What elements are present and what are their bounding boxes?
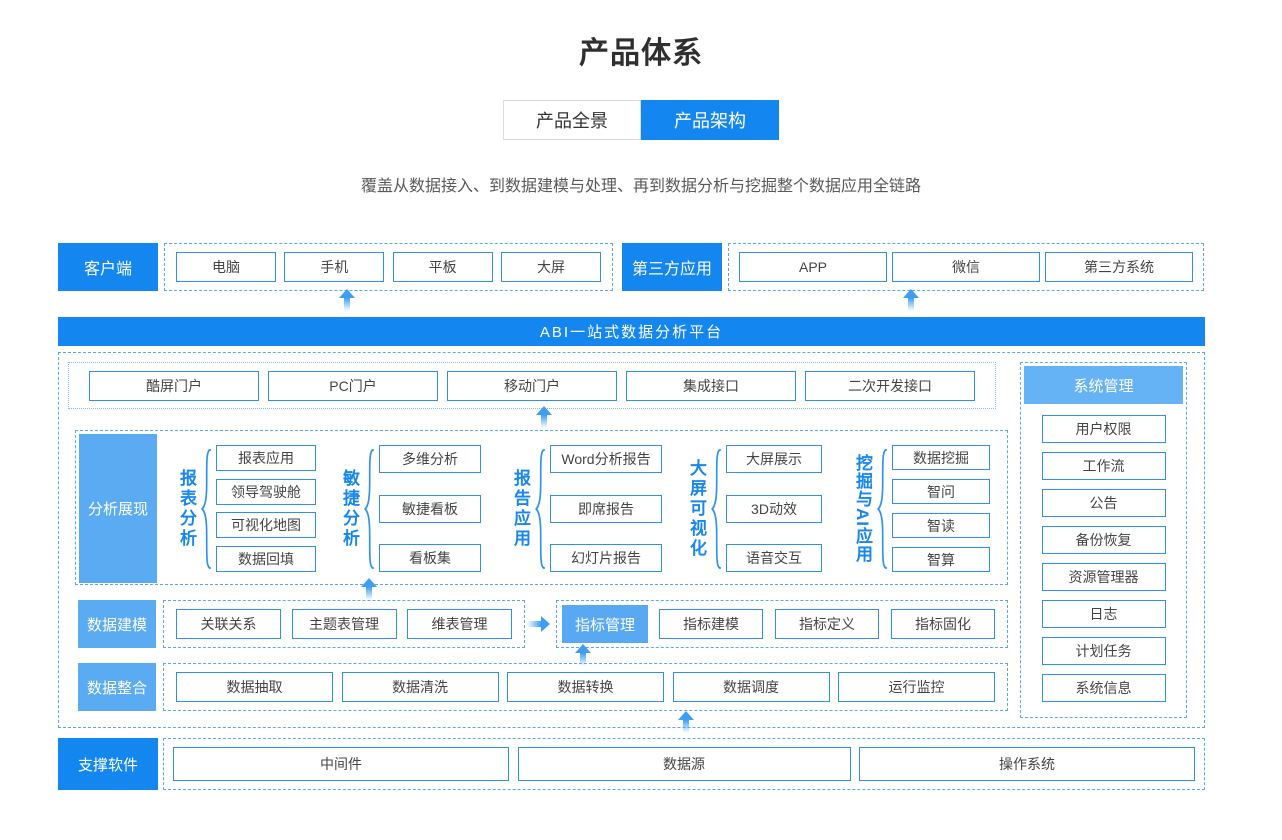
node-announcement: 公告 xyxy=(1041,489,1166,517)
group-label: 报告应用 xyxy=(511,468,530,549)
brace-icon xyxy=(535,448,545,569)
brace-icon xyxy=(711,448,721,569)
node-thirdparty-system: 第三方系统 xyxy=(1045,252,1193,282)
node-data-extract: 数据抽取 xyxy=(176,672,333,702)
node-app: APP xyxy=(739,252,887,282)
group-label: 敏捷分析 xyxy=(340,468,359,549)
up-arrow-icon xyxy=(361,578,377,600)
support-section-label: 支撑软件 xyxy=(58,738,158,790)
brace-icon xyxy=(201,448,211,569)
node-visual-map: 可视化地图 xyxy=(216,512,316,539)
node-smart-compute: 智算 xyxy=(892,547,990,572)
node-smart-read: 智读 xyxy=(892,513,990,538)
node-phone: 手机 xyxy=(284,252,385,282)
node-datasource: 数据源 xyxy=(517,747,851,781)
node-dim-table-mgmt: 维表管理 xyxy=(407,609,512,639)
analysis-section: 分析展现 报表分析 报表应用 领导驾驶舱 可视化地图 数据回填 敏捷分析 多维分… xyxy=(75,430,1008,585)
indicator-container: 指标管理 指标建模 指标定义 指标固化 xyxy=(556,600,1008,648)
node-os: 操作系统 xyxy=(859,747,1195,781)
tab-bar: 产品全景 产品架构 xyxy=(0,100,1282,140)
node-leader-cockpit: 领导驾驶舱 xyxy=(216,478,316,505)
group-label: 大屏可视化 xyxy=(687,458,706,559)
integration-section-label: 数据整合 xyxy=(78,663,156,711)
node-data-transform: 数据转换 xyxy=(507,672,664,702)
node-bigscreen-display: 大屏展示 xyxy=(726,445,822,473)
node-voice-interaction: 语音交互 xyxy=(726,544,822,572)
node-integration-api: 集成接口 xyxy=(626,370,796,401)
node-board-set: 看板集 xyxy=(379,544,481,572)
analysis-group-mining-ai: 挖掘与AI应用 数据挖掘 智问 智读 智算 xyxy=(852,445,990,572)
node-computer: 电脑 xyxy=(176,252,276,282)
client-devices-container: 电脑 手机 平板 大屏 xyxy=(164,243,613,291)
node-data-backfill: 数据回填 xyxy=(216,545,316,572)
node-smart-ask: 智问 xyxy=(892,479,990,504)
node-pc-portal: PC门户 xyxy=(268,370,438,401)
node-data-schedule: 数据调度 xyxy=(672,672,830,702)
system-section-label: 系统管理 xyxy=(1024,366,1183,404)
node-plan-task: 计划任务 xyxy=(1041,637,1166,665)
node-workflow: 工作流 xyxy=(1041,452,1166,480)
analysis-group-agile: 敏捷分析 多维分析 敏捷看板 看板集 xyxy=(339,445,481,572)
node-word-report: Word分析报告 xyxy=(550,445,662,473)
node-backup-restore: 备份恢复 xyxy=(1041,526,1166,554)
group-label: 挖掘与AI应用 xyxy=(853,454,872,563)
platform-banner: ABI一站式数据分析平台 xyxy=(58,317,1205,346)
node-middleware: 中间件 xyxy=(173,747,509,781)
node-bigscreen: 大屏 xyxy=(500,252,601,282)
up-arrow-icon xyxy=(575,644,591,666)
up-arrow-icon xyxy=(339,289,355,311)
node-tablet: 平板 xyxy=(392,252,493,282)
node-mobile-portal: 移动门户 xyxy=(447,370,617,401)
modeling-container: 关联关系 主题表管理 维表管理 xyxy=(163,600,525,648)
node-secondary-dev-api: 二次开发接口 xyxy=(805,370,975,401)
node-coolscreen-portal: 酷屏门户 xyxy=(89,370,259,401)
analysis-group-bigscreen: 大屏可视化 大屏展示 3D动效 语音交互 xyxy=(686,445,822,572)
node-system-info: 系统信息 xyxy=(1041,674,1166,702)
node-subject-table-mgmt: 主题表管理 xyxy=(291,609,397,639)
node-slide-report: 幻灯片报告 xyxy=(550,544,662,572)
page-subtitle: 覆盖从数据接入、到数据建模与处理、再到数据分析与挖掘整个数据应用全链路 xyxy=(360,178,921,195)
brace-icon xyxy=(877,448,887,569)
node-wechat: 微信 xyxy=(892,252,1040,282)
node-data-mining: 数据挖掘 xyxy=(892,445,990,470)
tab-product-architecture[interactable]: 产品架构 xyxy=(641,100,779,140)
node-indicator-definition: 指标定义 xyxy=(775,609,879,639)
page-title: 产品体系 xyxy=(579,37,703,70)
analysis-group-report: 报表分析 报表应用 领导驾驶舱 可视化地图 数据回填 xyxy=(176,445,316,572)
analysis-group-reporting: 报告应用 Word分析报告 即席报告 幻灯片报告 xyxy=(510,445,662,572)
analysis-section-label: 分析展现 xyxy=(79,434,157,583)
node-indicator-solidify: 指标固化 xyxy=(891,609,995,639)
right-arrow-icon xyxy=(528,616,550,632)
platform-container xyxy=(58,352,1205,728)
node-run-monitor: 运行监控 xyxy=(838,672,995,702)
thirdparty-container: APP 微信 第三方系统 xyxy=(728,243,1204,291)
node-multidim-analysis: 多维分析 xyxy=(379,445,481,473)
portal-container: 酷屏门户 PC门户 移动门户 集成接口 二次开发接口 xyxy=(68,362,996,409)
node-3d-effects: 3D动效 xyxy=(726,494,822,523)
tab-product-panorama[interactable]: 产品全景 xyxy=(503,100,641,140)
node-log: 日志 xyxy=(1041,600,1166,628)
client-section-label: 客户端 xyxy=(58,243,158,291)
up-arrow-icon xyxy=(536,406,552,428)
node-data-clean: 数据清洗 xyxy=(341,672,499,702)
node-agile-board: 敏捷看板 xyxy=(379,494,481,523)
system-section: 系统管理 用户权限 工作流 公告 备份恢复 资源管理器 日志 计划任务 系统信息 xyxy=(1020,362,1187,718)
indicator-label: 指标管理 xyxy=(562,605,648,643)
up-arrow-icon xyxy=(903,289,919,311)
brace-icon xyxy=(364,448,374,569)
node-indicator-modeling: 指标建模 xyxy=(659,609,763,639)
support-container: 中间件 数据源 操作系统 xyxy=(163,738,1205,790)
integration-container: 数据抽取 数据清洗 数据转换 数据调度 运行监控 xyxy=(163,663,1008,711)
node-adhoc-report: 即席报告 xyxy=(550,494,662,523)
system-items-list: 用户权限 工作流 公告 备份恢复 资源管理器 日志 计划任务 系统信息 xyxy=(1021,415,1186,702)
thirdparty-section-label: 第三方应用 xyxy=(622,243,722,291)
modeling-section-label: 数据建模 xyxy=(78,600,156,648)
node-resource-manager: 资源管理器 xyxy=(1041,563,1166,591)
node-report-app: 报表应用 xyxy=(216,445,316,471)
up-arrow-icon xyxy=(678,711,694,733)
node-association: 关联关系 xyxy=(176,609,281,639)
group-label: 报表分析 xyxy=(177,468,196,549)
node-user-permission: 用户权限 xyxy=(1041,415,1166,443)
